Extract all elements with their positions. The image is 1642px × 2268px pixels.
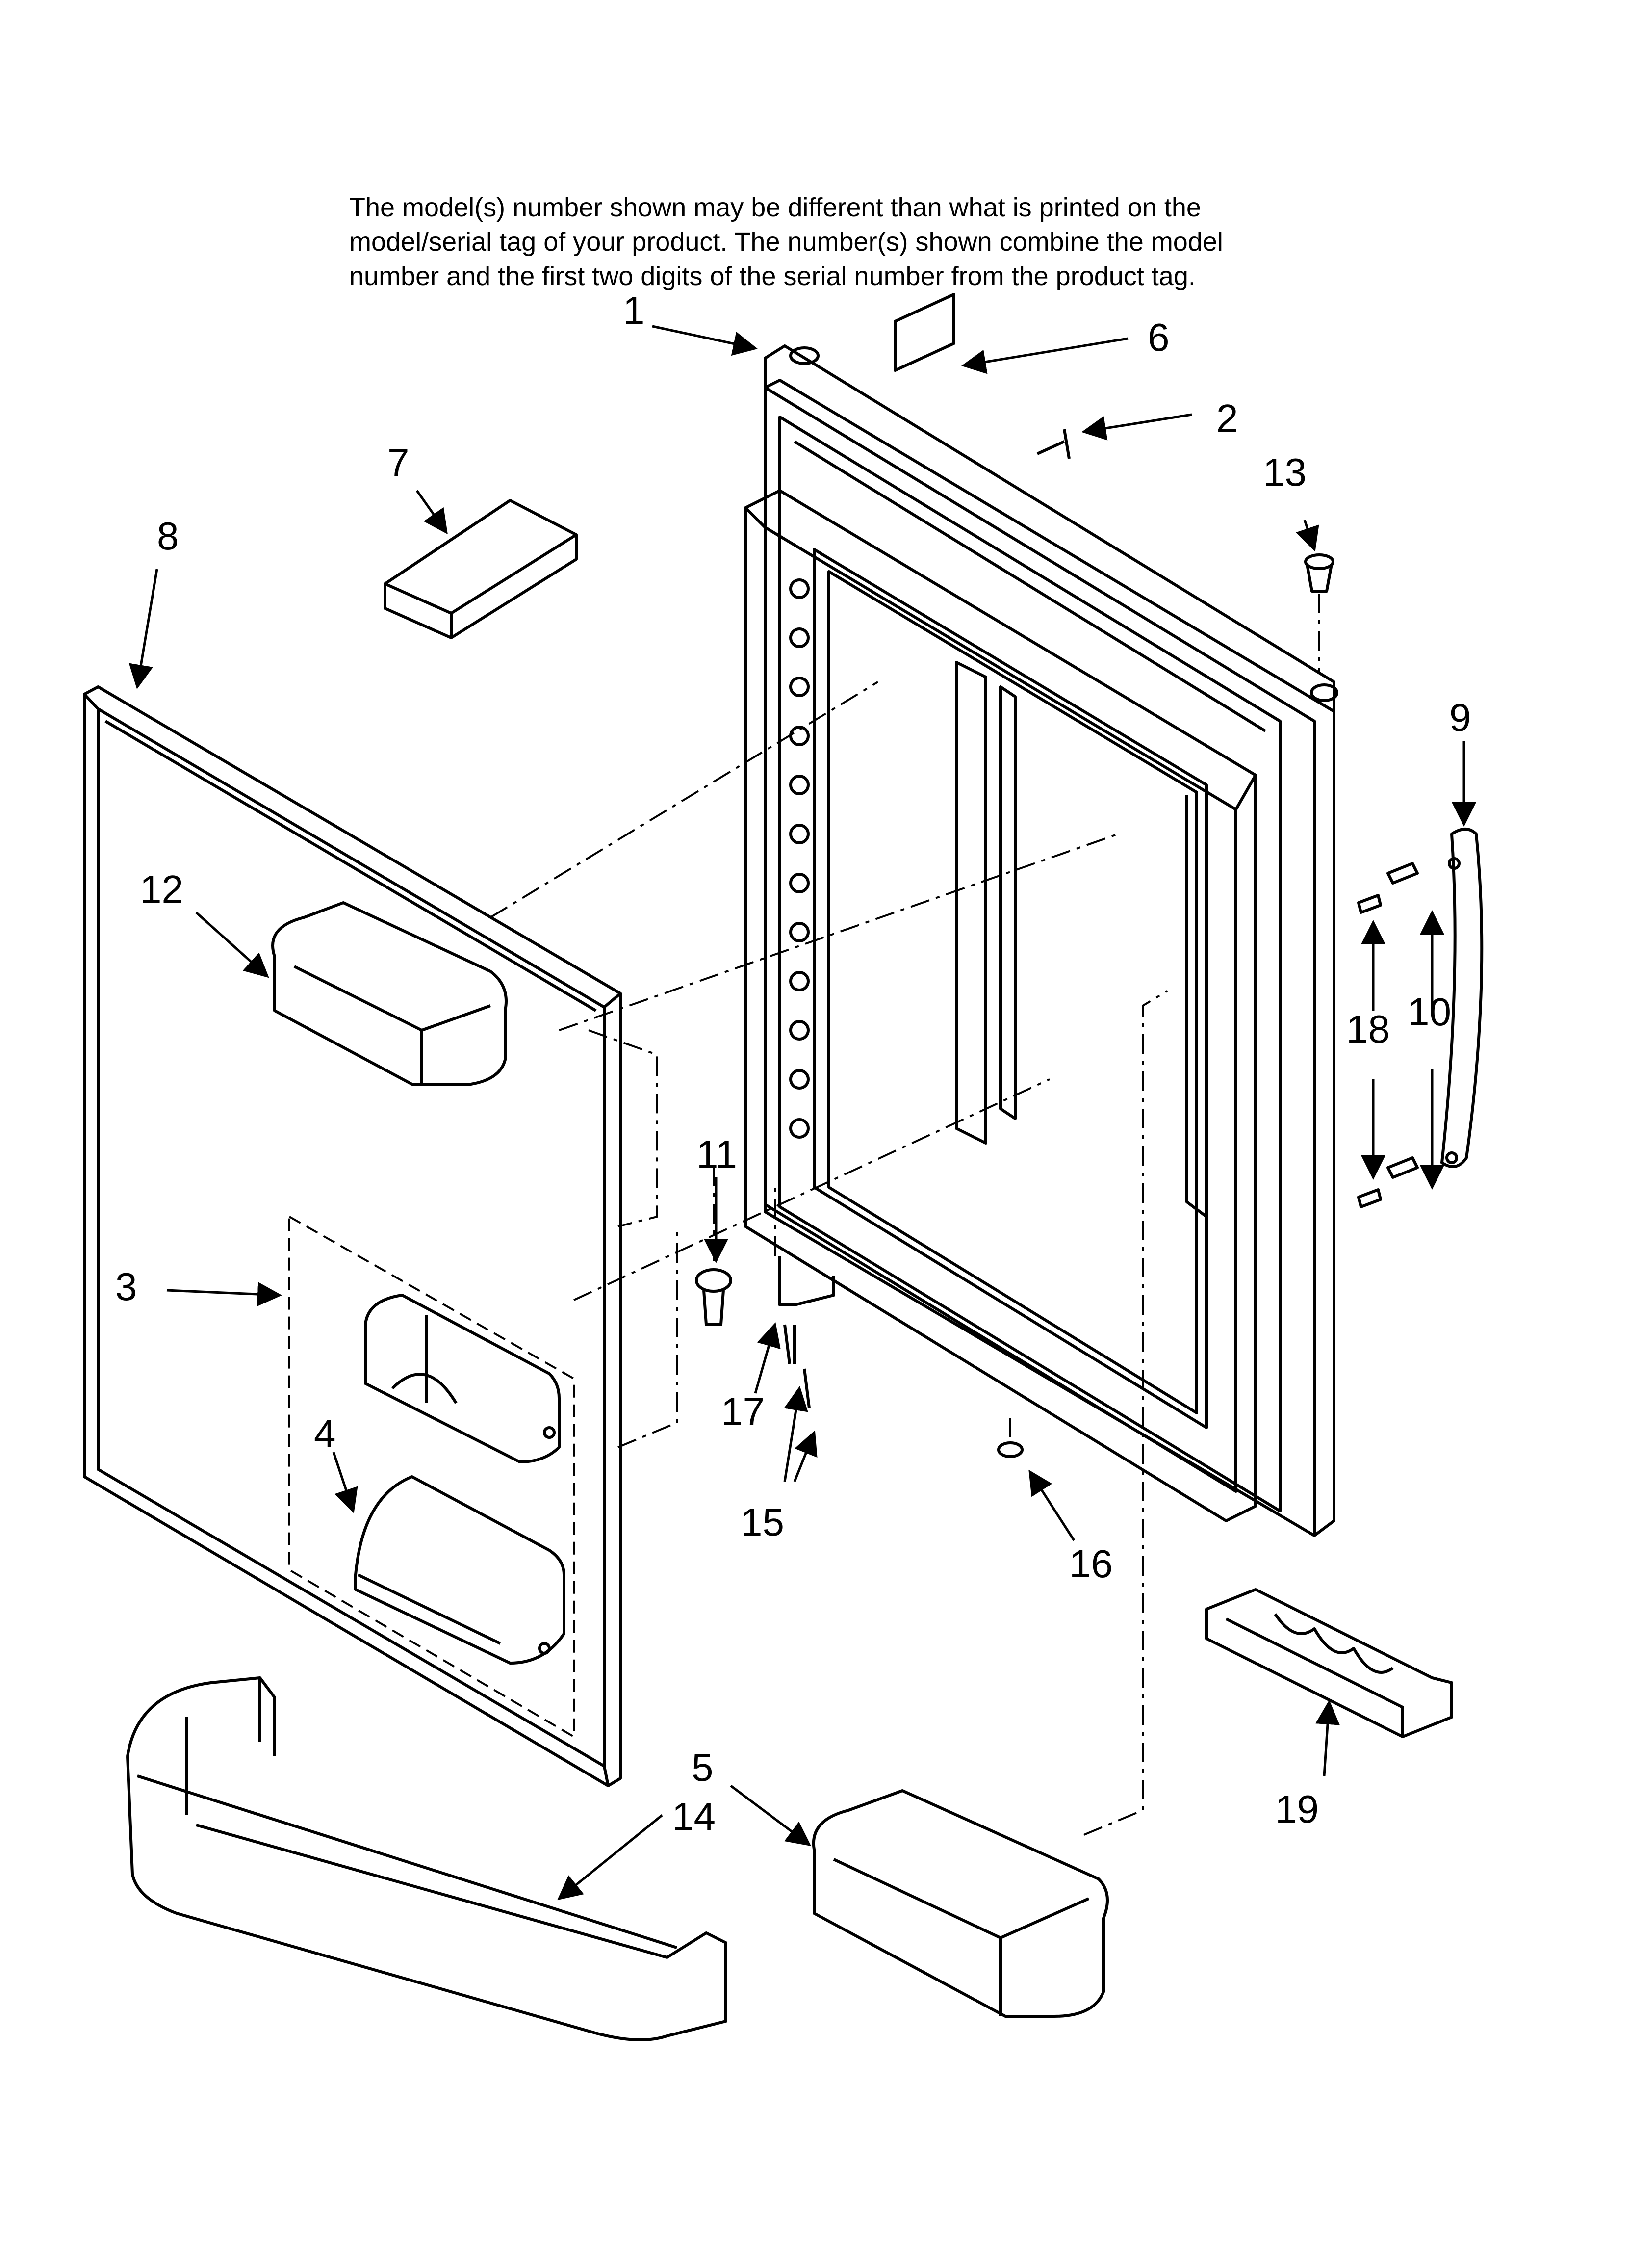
callout-17: 17 [721, 1390, 765, 1434]
callout-15: 15 [741, 1500, 784, 1544]
callout-3: 3 [115, 1265, 137, 1308]
callout-19: 19 [1275, 1787, 1319, 1831]
hinge-plug [1304, 553, 1334, 593]
callout-2: 2 [1216, 396, 1238, 440]
gasket-clips [789, 578, 810, 1139]
disclaimer-line-3: number and the first two digits of the s… [349, 261, 1196, 291]
callout-7: 7 [387, 441, 410, 484]
assembly-lines [489, 594, 1320, 1836]
disclaimer-line-1: The model(s) number shown may be differe… [349, 193, 1201, 222]
callout-numbers: 1 2 3 4 5 6 7 8 9 10 11 12 13 14 15 16 1… [115, 288, 1471, 1838]
disclaimer-note: The model(s) number shown may be differe… [349, 190, 1428, 293]
door-shelf-large [126, 1676, 727, 2041]
label-plate [894, 293, 955, 372]
egg-tray [1205, 1588, 1453, 1738]
callout-8: 8 [157, 514, 179, 558]
disclaimer-line-2: model/serial tag of your product. The nu… [349, 227, 1223, 257]
callout-9: 9 [1449, 696, 1471, 739]
callout-10: 10 [1408, 990, 1451, 1034]
callout-11: 11 [696, 1132, 737, 1176]
door-bin-4 [354, 1475, 565, 1665]
callout-5: 5 [692, 1746, 714, 1789]
hinge-bushing [695, 1268, 732, 1326]
door-bin-5 [812, 1789, 1109, 2018]
door-bin-small [384, 499, 578, 639]
washer [997, 1441, 1024, 1458]
callout-6: 6 [1148, 315, 1170, 359]
dairy-compartment [364, 1294, 561, 1463]
bottom-hinge [778, 1256, 835, 1408]
callout-18: 18 [1346, 1007, 1390, 1051]
group-3-boundary [288, 1215, 575, 1739]
door-assembly [764, 344, 1338, 1537]
door-liner-panel [83, 685, 622, 1787]
callout-14: 14 [672, 1795, 716, 1838]
door-gasket [744, 489, 1257, 1522]
door-shelf-12 [271, 901, 508, 1086]
callout-13: 13 [1263, 450, 1307, 494]
door-handle [1440, 828, 1484, 1168]
callout-16: 16 [1069, 1542, 1113, 1586]
callout-1: 1 [623, 288, 645, 332]
hinge-screw [1036, 429, 1071, 459]
handle-screws [1357, 862, 1419, 1208]
leader-arrows [128, 325, 1476, 1901]
callout-12: 12 [140, 867, 183, 911]
callout-4: 4 [314, 1412, 336, 1456]
